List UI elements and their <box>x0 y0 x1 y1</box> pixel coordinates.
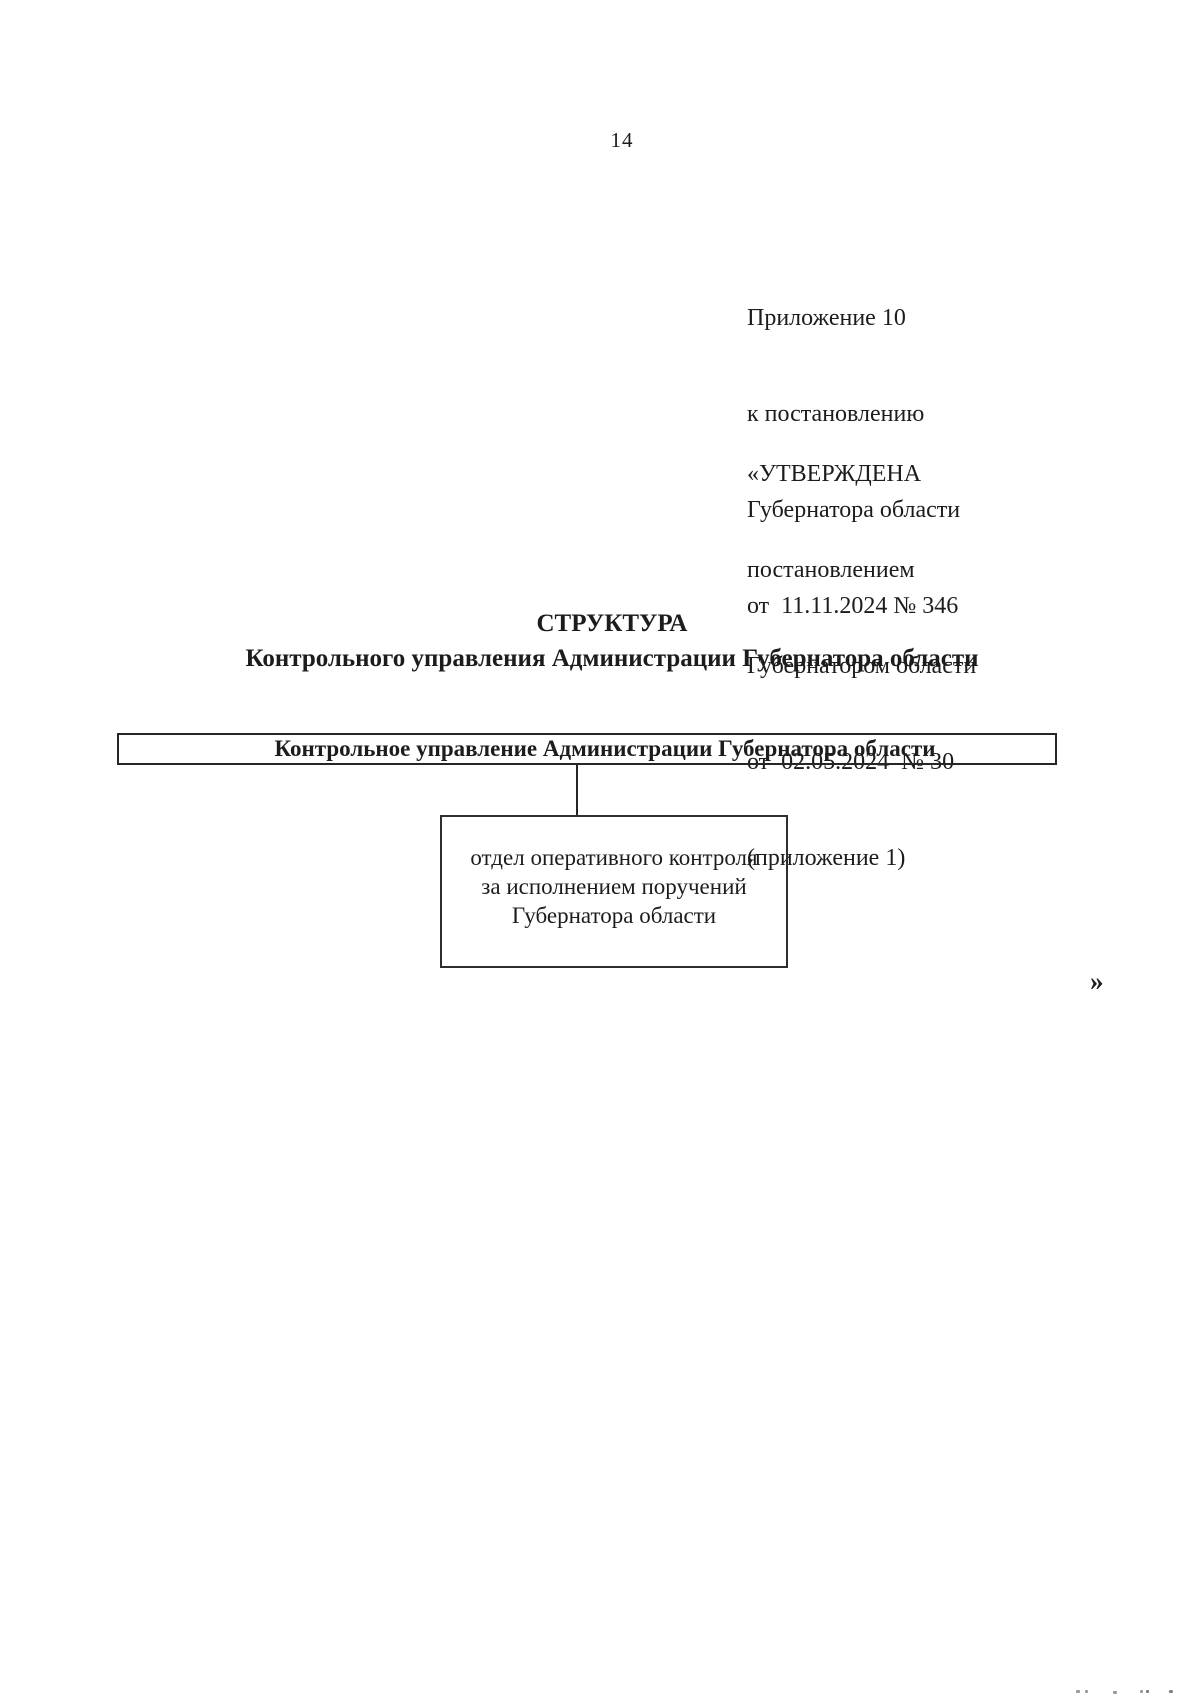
org-chart-root-label: Контрольное управление Администрации Губ… <box>274 736 936 761</box>
scan-speck <box>1140 1690 1143 1693</box>
approval-line: постановлением <box>747 557 915 583</box>
approval-reference-block: «УТВЕРЖДЕНА постановлением Губернатором … <box>747 394 1077 938</box>
org-chart-root-box: Контрольное управление Администрации Губ… <box>117 733 1057 765</box>
approval-line: от 02.05.2024 № 30 <box>747 749 955 775</box>
document-title-line-2: Контрольного управления Администрации Гу… <box>245 645 979 672</box>
org-chart-child-label-line: за исполнением поручений <box>481 874 747 899</box>
approval-line: Губернатором области <box>747 653 977 679</box>
page-number: 14 <box>610 128 634 152</box>
scan-speck <box>1169 1690 1173 1693</box>
org-chart-connector-line <box>576 765 578 815</box>
approval-line: «УТВЕРЖДЕНА <box>747 461 922 487</box>
scan-speck <box>1113 1691 1117 1694</box>
scan-artifacts <box>0 1689 1200 1695</box>
document-title-line-1: СТРУКТУРА <box>536 610 688 637</box>
closing-quote-mark: » <box>1090 966 1104 996</box>
org-chart-child-label-line: Губернатора области <box>511 903 717 928</box>
approval-line: (приложение 1) <box>747 845 906 871</box>
org-chart-child-label-line: отдел оперативного контроля <box>470 845 758 870</box>
scan-speck <box>1146 1690 1149 1693</box>
scan-speck <box>1076 1690 1080 1693</box>
appendix-reference-block: Приложение 10 к постановлению Губернатор… <box>747 238 1077 686</box>
appendix-line: к постановлению <box>747 401 925 427</box>
scan-speck <box>1085 1690 1088 1693</box>
appendix-line: от 11.11.2024 № 346 <box>747 593 959 619</box>
appendix-line: Приложение 10 <box>747 305 906 331</box>
org-chart-child-box: отдел оперативного контроля за исполнени… <box>440 815 788 968</box>
appendix-line: Губернатора области <box>747 497 961 523</box>
document-title: СТРУКТУРА Контрольного управления Админи… <box>12 606 1200 676</box>
